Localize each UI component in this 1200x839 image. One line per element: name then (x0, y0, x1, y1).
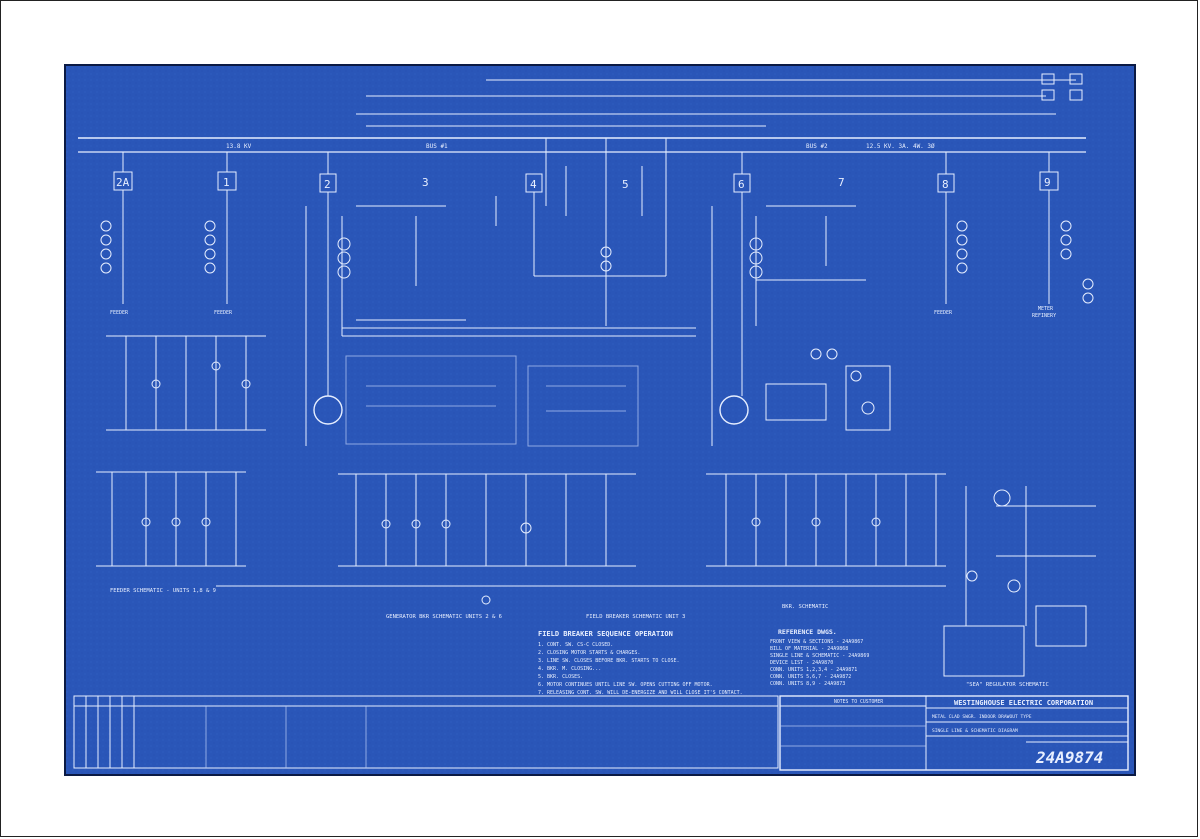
reference-title: REFERENCE DWGS. (778, 628, 837, 636)
reference-line-3: SINGLE LINE & SCHEMATIC - 24A9869 (770, 653, 869, 659)
unit-2-label: 2 (324, 178, 331, 191)
unit-8-label: 8 (942, 178, 949, 191)
caption-generator: GENERATOR BKR SCHEMATIC UNITS 2 & 6 (386, 614, 502, 620)
unit-5-label: 5 (622, 178, 629, 191)
title-line-1: METAL CLAD SWGR. INDOOR DRAWOUT TYPE (932, 714, 1032, 720)
faded-middle-schematics (345, 355, 639, 447)
reference-line-5: CONN. UNITS 1,2,3,4 - 24A9871 (770, 667, 857, 673)
generator-2-wiring (305, 152, 696, 446)
bus-label-3: BUS #2 (806, 143, 828, 150)
sequence-step-2: 2. CLOSING MOTOR STARTS & CHARGES. (538, 650, 640, 656)
schematic-feeder-right-lower (706, 473, 946, 567)
schematic-regulator (943, 486, 1096, 677)
reference-line-2: BILL OF MATERIAL - 24A9868 (770, 646, 848, 652)
sequence-step-1: 1. CONT. SW. CS-C CLOSED. (538, 642, 613, 648)
reference-drawings: REFERENCE DWGS. FRONT VIEW & SECTIONS - … (770, 628, 869, 687)
bus-label-2: BUS #1 (426, 143, 448, 150)
reference-line-4: DEVICE LIST - 24A9870 (770, 660, 833, 666)
feeder-meters (100, 220, 1094, 304)
unit-3-label: 3 (422, 176, 429, 189)
caption-regulator: "SEA" REGULATOR SCHEMATIC (966, 682, 1049, 688)
feeder-label-2: FEEDER (214, 310, 233, 316)
bus-label-1: 13.8 KV (226, 143, 252, 150)
reference-line-7: CONN. UNITS 8,9 - 24A9873 (770, 681, 845, 687)
sequence-step-4: 4. BKR. M. CLOSING... (538, 666, 601, 672)
schematic-feeder-lower (96, 471, 246, 567)
sequence-step-6: 6. MOTOR CONTINUES UNTIL LINE SW. OPENS … (538, 682, 713, 688)
unit-7-label: 7 (838, 176, 845, 189)
caption-feeder: FEEDER SCHEMATIC - UNITS 1,8 & 9 (110, 588, 216, 594)
drawing-number: 24A9874 (1035, 748, 1103, 767)
title-line-2: SINGLE LINE & SCHEMATIC DIAGRAM (932, 728, 1018, 734)
feeder-label-1: FEEDER (110, 310, 129, 316)
center-units-wiring (495, 138, 667, 326)
sequence-step-7: 7. RELEASING CONT. SW. WILL DE-ENERGIZE … (538, 690, 743, 696)
meter-label: METER (1038, 306, 1054, 312)
sequence-step-5: 5. BKR. CLOSES. (538, 674, 583, 680)
unit-9-label: 9 (1044, 176, 1051, 189)
schematic-diagram: 13.8 KV BUS #1 BUS #2 12.5 KV. 3A. 4W. 3… (66, 66, 1134, 774)
corner-legend-boxes (1041, 73, 1083, 101)
sequence-notes: FIELD BREAKER SEQUENCE OPERATION 1. CONT… (538, 630, 743, 696)
company-name: WESTINGHOUSE ELECTRIC CORPORATION (954, 699, 1093, 707)
generator-6-wiring (711, 152, 891, 446)
blueprint-sheet: 13.8 KV BUS #1 BUS #2 12.5 KV. 3A. 4W. 3… (64, 64, 1136, 776)
revision-strip (73, 695, 779, 769)
unit-2a-label: 2A (116, 176, 130, 189)
reference-line-6: CONN. UNITS 5,6,7 - 24A9872 (770, 674, 851, 680)
feeder-drops (122, 152, 1050, 304)
schematic-unit-2a (106, 335, 266, 431)
notes-to-customer: NOTES TO CUSTOMER (834, 699, 883, 705)
unit-1-label: 1 (223, 176, 230, 189)
sequence-step-3: 3. LINE SW. CLOSES BEFORE BKR. STARTS TO… (538, 658, 679, 664)
bus-label-4: 12.5 KV. 3A. 4W. 3Ø (866, 143, 935, 150)
refinery-label: REFINERY (1032, 313, 1056, 319)
feeder-label-3: FEEDER (934, 310, 953, 316)
reference-line-1: FRONT VIEW & SECTIONS - 24A9867 (770, 639, 863, 645)
sequence-title: FIELD BREAKER SEQUENCE OPERATION (538, 630, 673, 638)
caption-field-breaker: FIELD BREAKER SCHEMATIC UNIT 3 (586, 614, 685, 620)
bus-lines (78, 79, 1086, 206)
title-block: NOTES TO CUSTOMER WESTINGHOUSE ELECTRIC … (779, 695, 1129, 771)
unit-4-label: 4 (530, 178, 537, 191)
caption-bkr: BKR. SCHEMATIC (782, 604, 828, 610)
schematic-generator-lower (338, 473, 636, 605)
unit-6-label: 6 (738, 178, 745, 191)
